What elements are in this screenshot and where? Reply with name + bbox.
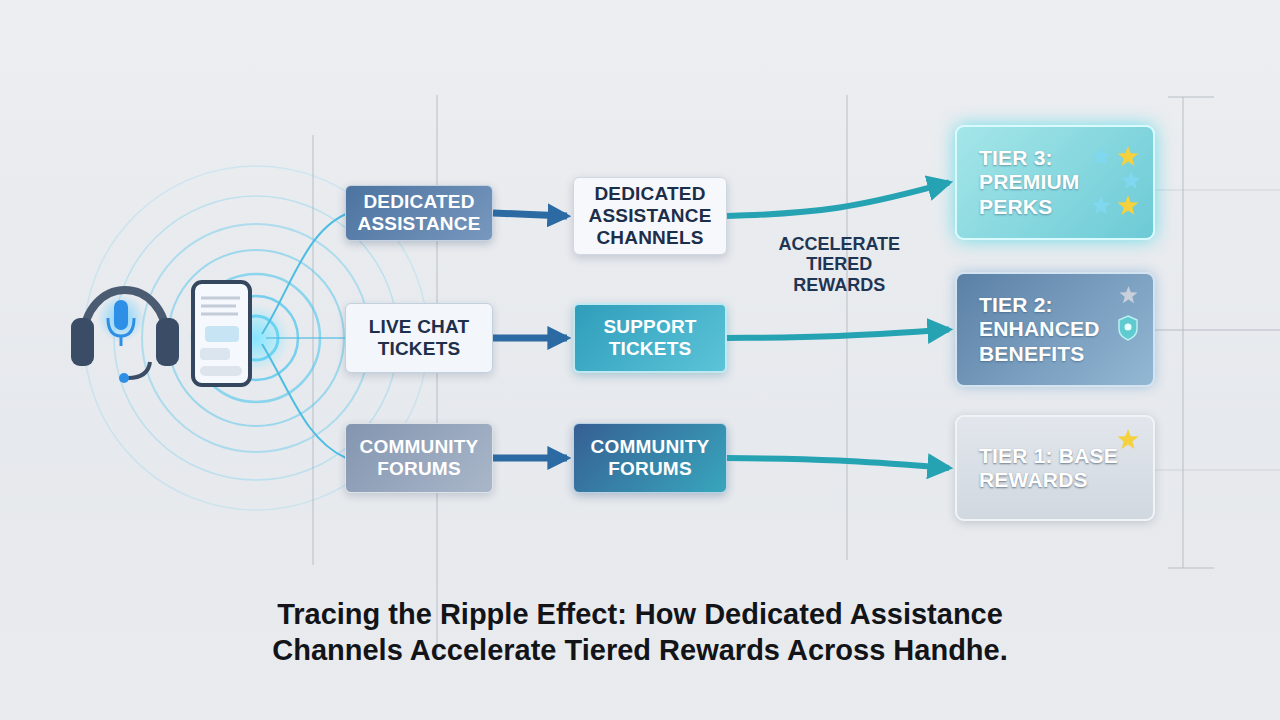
star-icon bbox=[1119, 286, 1137, 303]
node-label: TIER 2: ENHANCED BENEFITS bbox=[979, 293, 1099, 365]
phone-icon bbox=[193, 282, 250, 385]
node-label: TIER 3: PREMIUM PERKS bbox=[979, 146, 1099, 218]
tier-box: TIER 3: PREMIUM PERKS bbox=[955, 125, 1155, 240]
channel-box: COMMUNITY FORUMS bbox=[573, 423, 727, 493]
caption-text: Tracing the Ripple Effect: How Dedicated… bbox=[210, 596, 1070, 669]
grid-tick bbox=[1155, 470, 1280, 471]
phone-line bbox=[201, 297, 240, 300]
headset-cup bbox=[156, 318, 179, 366]
source-box: LIVE CHAT TICKETS bbox=[345, 303, 493, 373]
ripple-ring bbox=[142, 224, 370, 452]
star-icon bbox=[1118, 195, 1139, 215]
leader-curve bbox=[266, 337, 346, 339]
grid-tick bbox=[1168, 97, 1214, 98]
mic-stem bbox=[120, 336, 123, 346]
flow-arrow bbox=[493, 213, 567, 216]
badge-icon bbox=[1119, 316, 1137, 340]
flow-arrow bbox=[727, 458, 949, 468]
grid-line bbox=[847, 95, 848, 560]
flow-arrow bbox=[493, 335, 567, 342]
caption-text: Tracing the Ripple Effect: How Dedicated… bbox=[210, 596, 1070, 669]
node-label: TIER 1: BASE REWARDS bbox=[979, 444, 1159, 492]
grid-line bbox=[437, 95, 438, 660]
node-label: DEDICATED ASSISTANCE bbox=[357, 191, 480, 235]
tier-box: TIER 1: BASE REWARDS bbox=[955, 415, 1155, 521]
grid-lines bbox=[313, 95, 1280, 660]
leader-curve bbox=[262, 214, 346, 334]
flow-arrow bbox=[493, 455, 567, 462]
tier-box: TIER 2: ENHANCED BENEFITS bbox=[955, 272, 1155, 387]
source-box: DEDICATED ASSISTANCE bbox=[345, 185, 493, 241]
shield-dot bbox=[1125, 324, 1132, 331]
node-label: DEDICATED ASSISTANCE CHANNELS bbox=[586, 183, 714, 249]
phone-line bbox=[201, 313, 238, 316]
mic-glow bbox=[97, 294, 145, 342]
grid-tick bbox=[1168, 568, 1214, 569]
mic-tip bbox=[119, 373, 129, 383]
grid-line bbox=[1183, 97, 1184, 568]
flow-arrow bbox=[727, 330, 949, 339]
edge-label: ACCELERATE TIERED REWARDS bbox=[769, 234, 909, 296]
mic-boom bbox=[128, 362, 150, 378]
node-label: LIVE CHAT TICKETS bbox=[358, 316, 480, 360]
node-label: COMMUNITY FORUMS bbox=[586, 436, 714, 480]
channel-box: SUPPORT TICKETS bbox=[573, 303, 727, 373]
headset-cup bbox=[71, 318, 94, 366]
leader-curves bbox=[262, 214, 346, 458]
headset-icon bbox=[71, 290, 179, 383]
flow-arrow bbox=[727, 183, 949, 217]
chat-bubble bbox=[205, 326, 239, 342]
source-box: COMMUNITY FORUMS bbox=[345, 423, 493, 493]
mic-holder bbox=[108, 318, 134, 336]
channel-box: DEDICATED ASSISTANCE CHANNELS bbox=[573, 177, 727, 255]
grid-tick bbox=[1155, 330, 1280, 331]
star-icon bbox=[1091, 196, 1110, 214]
chat-bubble bbox=[200, 348, 230, 360]
input-bar bbox=[200, 366, 242, 376]
phone-body bbox=[193, 282, 250, 385]
star-icon bbox=[1121, 171, 1140, 189]
star-icon bbox=[1091, 147, 1110, 165]
star-icon bbox=[1118, 429, 1139, 449]
mic-capsule bbox=[114, 300, 128, 330]
node-label: SUPPORT TICKETS bbox=[587, 316, 713, 360]
leader-curve bbox=[262, 344, 346, 458]
node-label: COMMUNITY FORUMS bbox=[358, 436, 480, 480]
star-icon bbox=[1118, 146, 1139, 166]
phone-line bbox=[201, 305, 236, 308]
shield-shape bbox=[1119, 316, 1137, 340]
grid-tick bbox=[1155, 190, 1280, 191]
